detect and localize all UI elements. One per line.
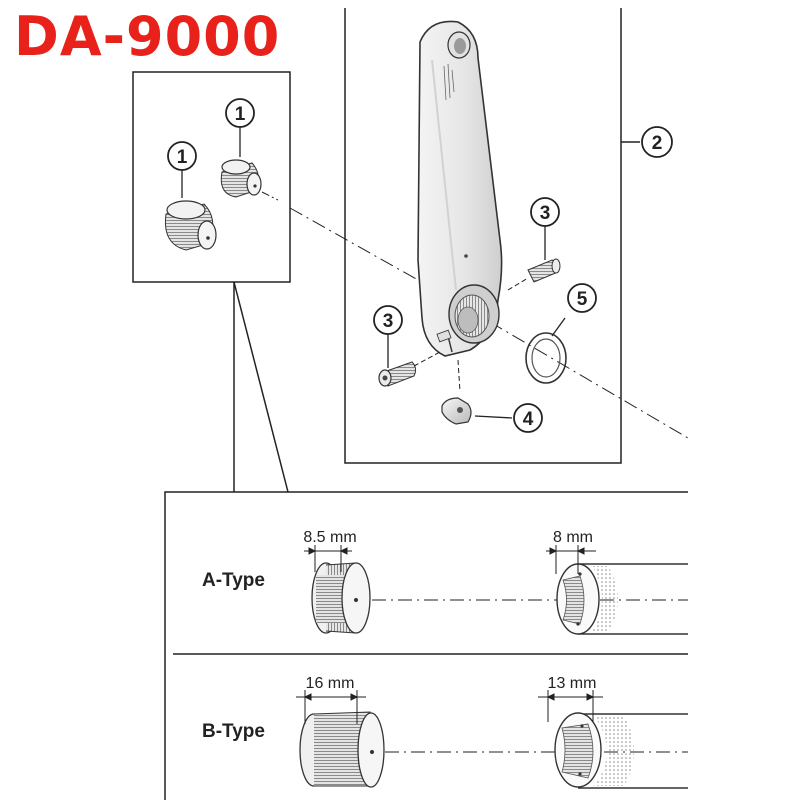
large-crank-cap xyxy=(164,200,217,251)
svg-text:1: 1 xyxy=(177,147,188,168)
callout-2: 2 xyxy=(641,126,673,158)
a-cap-dimension xyxy=(304,545,352,572)
b-type-cap xyxy=(299,711,385,788)
small-crank-cap xyxy=(220,159,262,198)
stopper-plate xyxy=(441,359,513,425)
pinch-bolt-upper xyxy=(507,226,561,291)
b-axle-dim-label: 13 mm xyxy=(548,675,597,692)
axis-lines xyxy=(289,207,689,439)
callout-1-large: 1 xyxy=(167,141,197,171)
svg-text:3: 3 xyxy=(383,311,394,332)
axis-line-lower xyxy=(489,321,689,439)
lower-panel-leader-right xyxy=(233,281,289,493)
a-type-axle xyxy=(556,563,688,635)
snap-ring xyxy=(525,317,567,384)
model-title: DA-9000 xyxy=(14,5,281,68)
b-axle-dimension xyxy=(538,690,603,722)
axis-line-upper xyxy=(289,207,419,281)
pinch-bolt-lower xyxy=(378,334,441,387)
callout-3-upper: 3 xyxy=(530,197,560,227)
callout-3-lower: 3 xyxy=(373,305,403,335)
a-cap-dim-label: 8.5 mm xyxy=(303,529,356,546)
svg-text:4: 4 xyxy=(523,409,534,430)
callout-5: 5 xyxy=(567,283,597,313)
crank-arm xyxy=(417,20,503,357)
svg-text:5: 5 xyxy=(577,289,588,310)
b-type-label: B-Type xyxy=(202,721,265,742)
a-axle-dimension xyxy=(546,545,596,574)
svg-text:2: 2 xyxy=(652,133,663,154)
a-axle-dim-label: 8 mm xyxy=(553,529,593,546)
b-type-axle xyxy=(554,712,688,789)
cap-inset-box xyxy=(132,71,291,283)
cap-inset: 1 1 xyxy=(164,98,279,251)
svg-text:1: 1 xyxy=(235,104,246,125)
a-type-cap xyxy=(311,562,371,634)
a-type-label: A-Type xyxy=(202,570,265,591)
row-a-type: A-Type 8.5 mm xyxy=(202,529,688,635)
lower-panel-border xyxy=(164,491,688,800)
crank-box-border xyxy=(344,8,622,464)
frame-lines xyxy=(132,8,688,800)
b-cap-dimension xyxy=(296,690,366,724)
svg-text:3: 3 xyxy=(540,203,551,224)
callout-4: 4 xyxy=(513,403,543,433)
b-cap-dim-label: 16 mm xyxy=(306,675,355,692)
callout-1-small: 1 xyxy=(225,98,255,128)
row-b-type: B-Type 16 mm xyxy=(202,675,688,789)
